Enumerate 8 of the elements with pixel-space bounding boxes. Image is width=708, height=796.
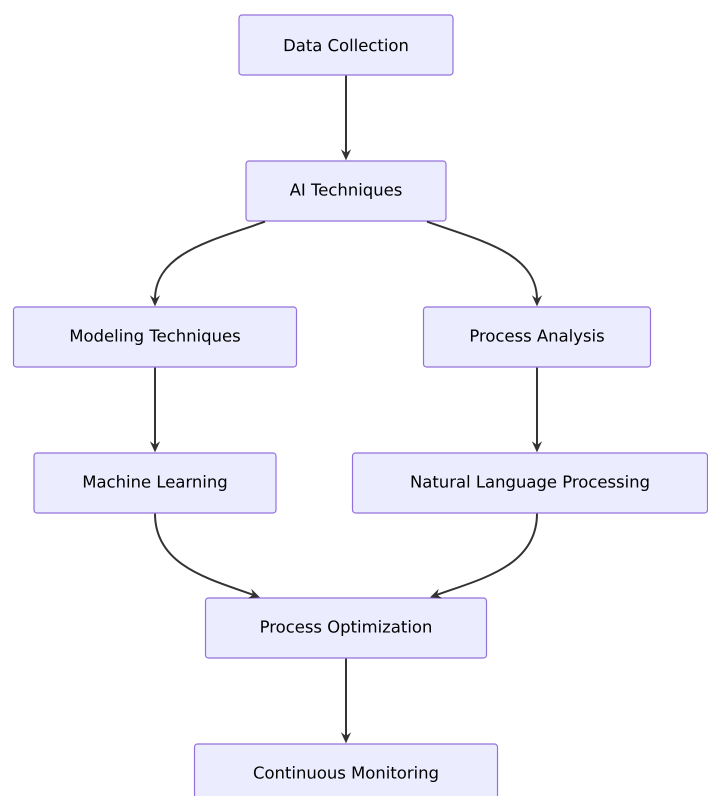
process-box: Process Analysis bbox=[422, 306, 652, 368]
process-box: Machine Learning bbox=[33, 452, 277, 514]
process-box: Process Optimization bbox=[204, 597, 488, 659]
process-box: Modeling Techniques bbox=[12, 306, 298, 368]
process-box: AI Techniques bbox=[245, 160, 447, 222]
process-box: Natural Language Processing bbox=[352, 452, 708, 514]
process-box: Data Collection bbox=[238, 14, 454, 76]
process-box: Continuous Monitoring bbox=[194, 743, 498, 796]
